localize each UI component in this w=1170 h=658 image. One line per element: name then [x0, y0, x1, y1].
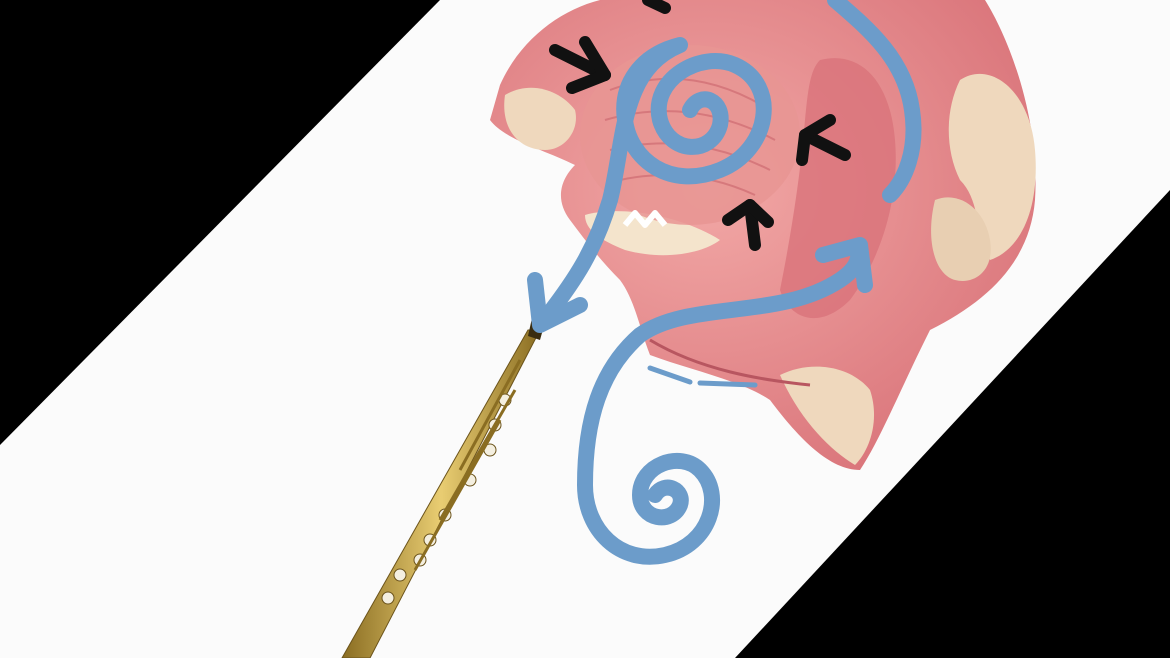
pressure-arrow: [722, 199, 774, 251]
pressure-arrow: [642, 0, 671, 14]
hard-palate: [585, 211, 720, 256]
trachea-marker: [697, 380, 758, 388]
pressure-arrows: [549, 0, 851, 251]
arrowhead: [815, 237, 873, 293]
teeth: [622, 210, 668, 228]
cervical-spine: [948, 73, 1036, 260]
breath-flow-arrows: [527, 0, 922, 565]
pressure-arrow: [549, 36, 611, 94]
breath-flow-arrow: [827, 0, 922, 203]
arrowhead: [527, 272, 588, 333]
saxophone-icon: [341, 318, 545, 658]
pressure-arrow: [796, 114, 851, 166]
lower-jaw-bone: [780, 366, 875, 465]
saxophone-rods: [413, 359, 522, 571]
trachea-marker: [647, 365, 693, 385]
breath-flow-arrow: [540, 37, 772, 323]
nasal-bone: [504, 87, 576, 150]
breath-flow-arrow: [577, 242, 867, 565]
airway-outline: [649, 338, 811, 387]
vertebra: [931, 197, 991, 281]
